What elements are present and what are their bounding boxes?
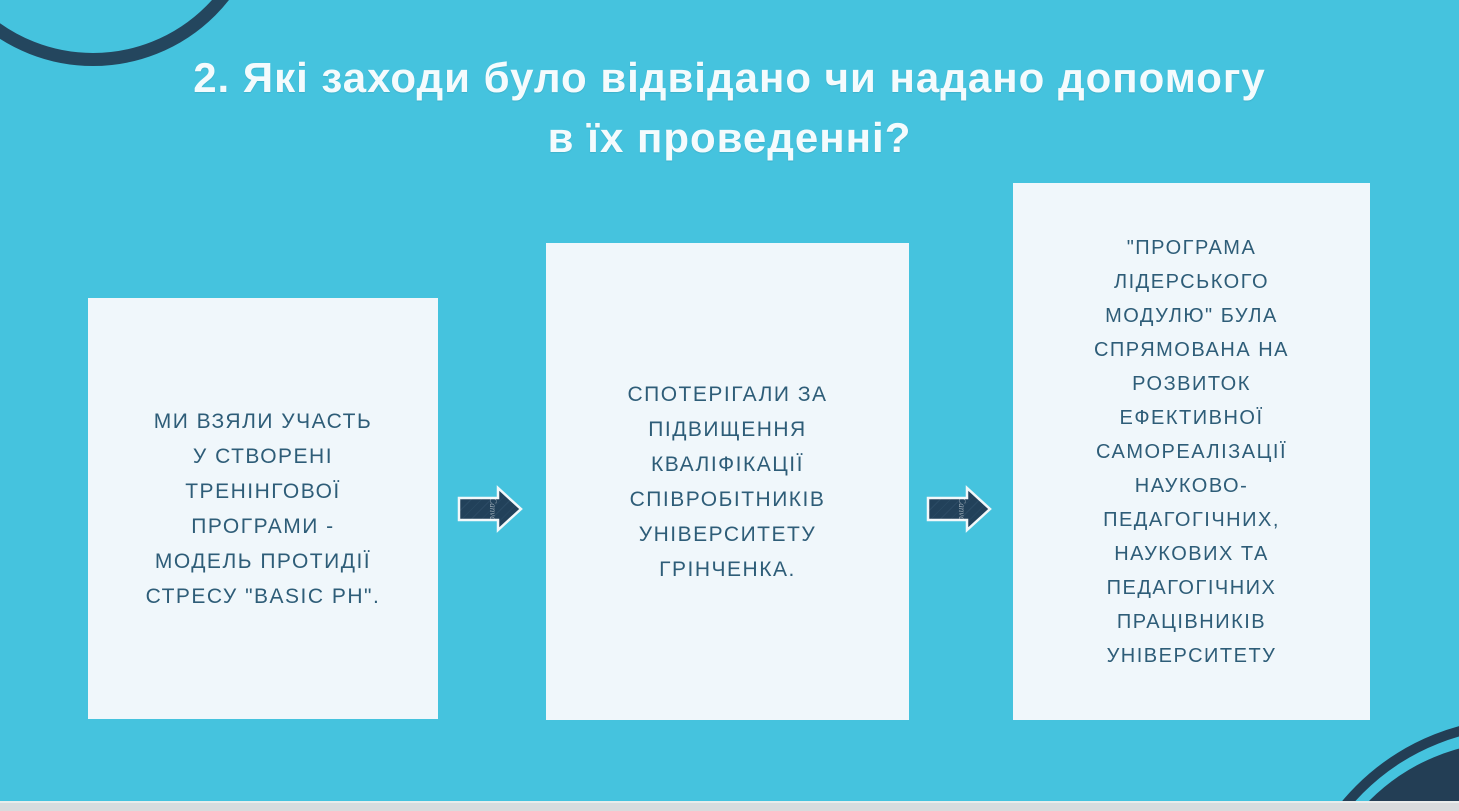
canva-watermark: Canva [957, 497, 967, 521]
slide-title-line-1: 2. Які заходи було відвідано чи надано д… [193, 54, 1266, 101]
slide-title-line-2: в їх проведенні? [547, 114, 912, 161]
slide-title: 2. Які заходи було відвідано чи надано д… [0, 48, 1459, 168]
bottom-edge-bar [0, 801, 1459, 811]
flow-arrow-icon-1: Canva [457, 485, 523, 533]
canva-watermark: Canva [488, 497, 498, 521]
flow-arrow-icon-2: Canva [926, 485, 992, 533]
